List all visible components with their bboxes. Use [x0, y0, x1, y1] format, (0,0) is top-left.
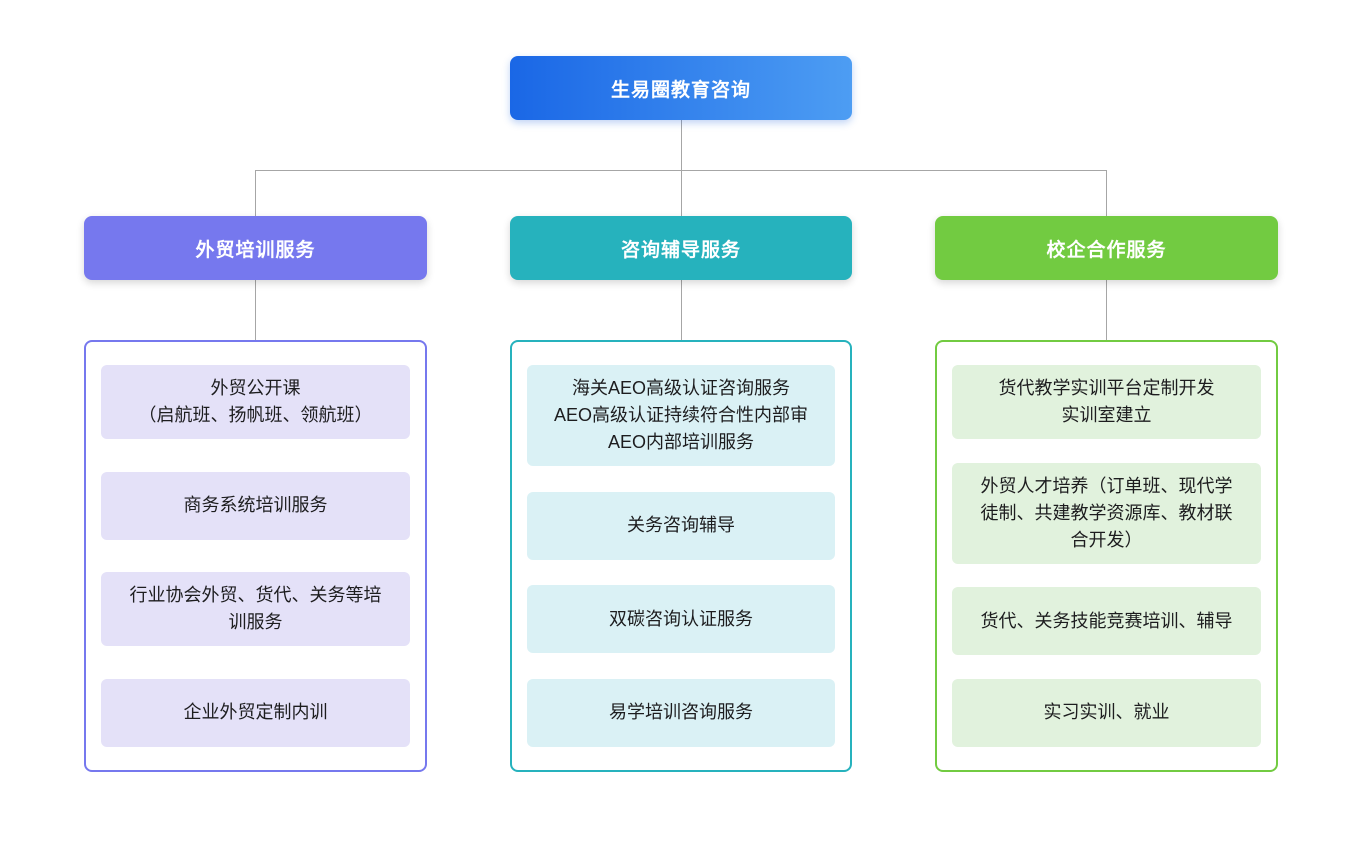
service-item: 外贸人才培养（订单班、现代学徒制、共建教学资源库、教材联合开发） [952, 462, 1261, 564]
root-title: 生易圈教育咨询 [610, 79, 751, 101]
service-item: 企业外贸定制内训 [101, 678, 410, 747]
connector-link-middle [681, 280, 682, 340]
service-item: 行业协会外贸、货代、关务等培训服务 [101, 572, 410, 647]
service-item: 实习实训、就业 [952, 678, 1261, 747]
branch-header-consulting-coaching: 咨询辅导服务 [510, 216, 852, 280]
branch-container-foreign-trade-training: 外贸公开课 （启航班、扬帆班、领航班） 商务系统培训服务 行业协会外贸、货代、关… [84, 340, 427, 772]
connector-root-stem [681, 120, 682, 170]
branch-header-foreign-trade-training: 外贸培训服务 [84, 216, 427, 280]
connector-link-left [255, 280, 256, 340]
branch-container-consulting-coaching: 海关AEO高级认证咨询服务 AEO高级认证持续符合性内部审 AEO内部培训服务 … [510, 340, 852, 772]
branch-title: 校企合作服务 [1046, 239, 1167, 261]
branch-header-school-enterprise: 校企合作服务 [935, 216, 1278, 280]
connector-stub-left [255, 170, 256, 216]
connector-stub-right [1106, 170, 1107, 216]
branch-title: 外贸培训服务 [195, 239, 316, 261]
service-item: 双碳咨询认证服务 [527, 585, 835, 654]
service-item: 外贸公开课 （启航班、扬帆班、领航班） [101, 365, 410, 439]
service-item: 易学培训咨询服务 [527, 678, 835, 747]
service-item: 商务系统培训服务 [101, 471, 410, 540]
service-item: 货代教学实训平台定制开发 实训室建立 [952, 365, 1261, 439]
root-node: 生易圈教育咨询 [510, 56, 852, 120]
connector-link-right [1106, 280, 1107, 340]
service-item: 货代、关务技能竞赛培训、辅导 [952, 587, 1261, 656]
service-item: 关务咨询辅导 [527, 491, 835, 560]
branch-container-school-enterprise: 货代教学实训平台定制开发 实训室建立 外贸人才培养（订单班、现代学徒制、共建教学… [935, 340, 1278, 772]
service-item: 海关AEO高级认证咨询服务 AEO高级认证持续符合性内部审 AEO内部培训服务 [527, 365, 835, 466]
branch-title: 咨询辅导服务 [620, 239, 741, 261]
connector-stub-middle [681, 170, 682, 216]
